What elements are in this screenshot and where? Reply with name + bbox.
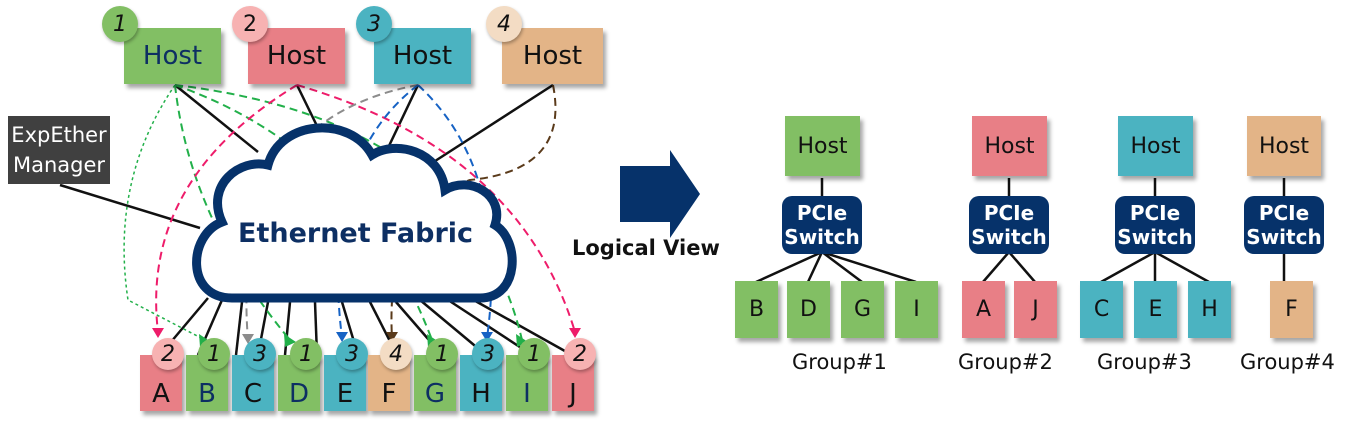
logical-host-3: Host bbox=[1118, 116, 1193, 176]
logical-device-b: B bbox=[735, 281, 778, 338]
host-label: Host bbox=[984, 133, 1035, 159]
host-label: Host bbox=[142, 41, 203, 71]
right-arrow-icon bbox=[620, 150, 700, 238]
logical-host-2: Host bbox=[972, 116, 1047, 176]
device-badge: 3 bbox=[244, 338, 276, 370]
host-label: Host bbox=[1258, 133, 1310, 159]
device-label: E bbox=[1148, 297, 1163, 322]
device-label: E bbox=[336, 379, 354, 409]
device-label: J bbox=[1032, 297, 1039, 322]
device-label: I bbox=[913, 297, 920, 322]
device-badge: 3 bbox=[336, 338, 368, 370]
device-label: I bbox=[523, 379, 531, 409]
host-badge-2: 2 bbox=[232, 6, 268, 42]
host-badge-1: 1 bbox=[102, 6, 138, 42]
device-label: H bbox=[1201, 297, 1218, 322]
device-badge: 3 bbox=[472, 338, 504, 370]
logical-host-4: Host bbox=[1247, 116, 1321, 176]
device-label: F bbox=[381, 379, 397, 409]
host-3: Host bbox=[374, 28, 471, 84]
host-2: Host bbox=[248, 28, 345, 84]
host-4: Host bbox=[502, 28, 603, 84]
device-label: D bbox=[288, 379, 310, 409]
cloud-shape bbox=[192, 123, 517, 303]
device-badge: 4 bbox=[380, 338, 412, 370]
device-label: G bbox=[424, 379, 446, 409]
host-badge-3: 3 bbox=[356, 6, 392, 42]
device-label: H bbox=[471, 379, 491, 409]
device-label: J bbox=[569, 379, 577, 409]
device-badge: 1 bbox=[426, 338, 458, 370]
device-badge: 1 bbox=[198, 338, 230, 370]
logical-device-j: J bbox=[1014, 281, 1057, 338]
host-label: Host bbox=[392, 41, 453, 71]
expether-manager: ExpEther Manager bbox=[8, 116, 110, 184]
logical-device-h: H bbox=[1188, 281, 1231, 338]
logical-host-1: Host bbox=[785, 116, 860, 176]
host-label: Host bbox=[1130, 133, 1181, 159]
device-badge: 1 bbox=[518, 338, 550, 370]
host-label: Host bbox=[522, 41, 583, 71]
logical-device-c: C bbox=[1080, 281, 1123, 338]
device-label: F bbox=[1285, 297, 1298, 322]
group-label-4: Group#4 bbox=[1240, 350, 1335, 374]
device-label: C bbox=[1093, 297, 1110, 322]
device-badge: 2 bbox=[152, 338, 184, 370]
host-label: Host bbox=[266, 41, 327, 71]
host-label: Host bbox=[797, 133, 848, 159]
device-label: G bbox=[853, 297, 872, 322]
device-label: A bbox=[975, 297, 992, 322]
group-label-2: Group#2 bbox=[958, 350, 1053, 374]
device-label: B bbox=[198, 379, 216, 409]
device-label: D bbox=[800, 297, 817, 322]
group-label-1: Group#1 bbox=[792, 350, 887, 374]
logical-device-a: A bbox=[962, 281, 1005, 338]
device-label: C bbox=[243, 379, 263, 409]
logical-view-label: Logical View bbox=[572, 236, 720, 260]
logical-device-i: I bbox=[895, 281, 938, 338]
device-label: A bbox=[152, 379, 170, 409]
host-badge-4: 4 bbox=[486, 6, 522, 42]
logical-device-d: D bbox=[787, 281, 830, 338]
group-label-3: Group#3 bbox=[1097, 350, 1192, 374]
logical-device-g: G bbox=[841, 281, 884, 338]
host-1: Host bbox=[124, 28, 221, 84]
device-badge: 1 bbox=[290, 338, 322, 370]
logical-device-e: E bbox=[1134, 281, 1177, 338]
device-badge: 2 bbox=[564, 338, 596, 370]
logical-device-f: F bbox=[1270, 281, 1313, 338]
ethernet-fabric-label: Ethernet Fabric bbox=[238, 218, 474, 249]
device-label: B bbox=[748, 297, 765, 322]
